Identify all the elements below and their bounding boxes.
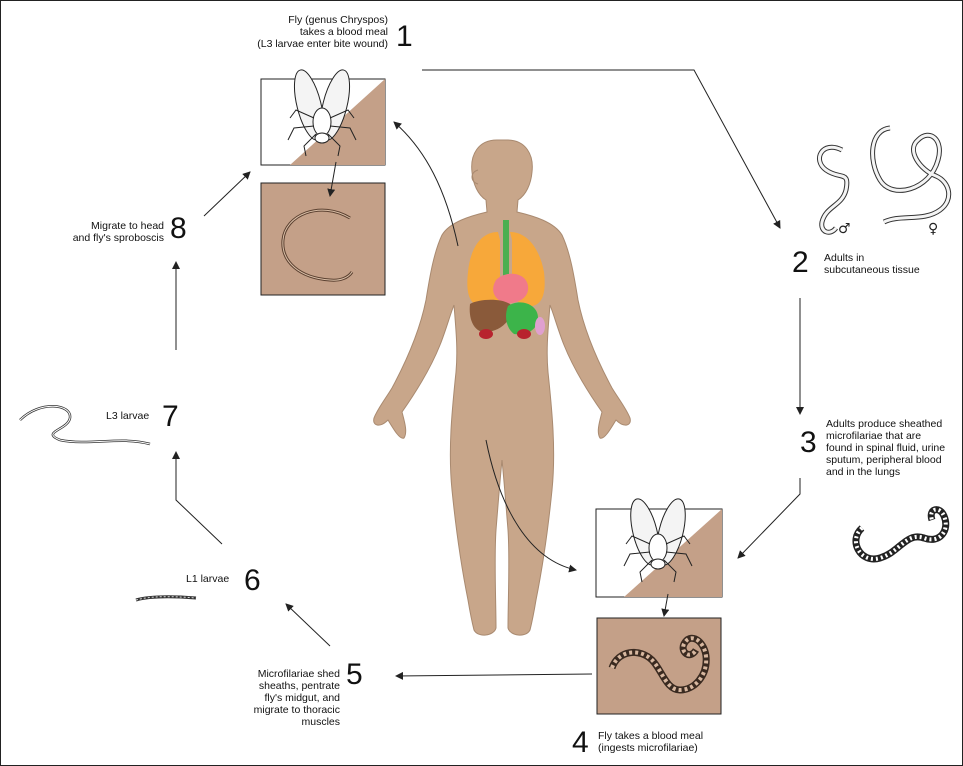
step-8-line: and fly's sproboscis bbox=[48, 232, 164, 244]
step-3-text: Adults produce sheathed microfilariae th… bbox=[826, 418, 960, 478]
step-8-number: 8 bbox=[170, 214, 187, 244]
step-7-line: L3 larvae bbox=[106, 410, 166, 422]
step-1-line: Fly (genus Chryspos) bbox=[238, 14, 388, 26]
step-5-line: fly's midgut, and bbox=[226, 692, 340, 704]
microfilariae-panel bbox=[597, 618, 721, 714]
step-3-line: sputum, peripheral blood bbox=[826, 454, 960, 466]
step-6-number: 6 bbox=[244, 566, 261, 596]
step-8-text: Migrate to head and fly's sproboscis bbox=[48, 220, 164, 244]
l3-larva-panel bbox=[261, 183, 385, 295]
step-4-line: (ingests microfilariae) bbox=[598, 742, 748, 754]
sheathed-microfilaria bbox=[856, 510, 946, 559]
arrow-1-to-2 bbox=[422, 70, 780, 228]
trachea bbox=[503, 220, 509, 280]
arrow-5-to-6 bbox=[286, 604, 330, 646]
step-1-line: (L3 larvae enter bite wound) bbox=[238, 38, 388, 50]
step-5-line: Microfilariae shed bbox=[226, 668, 340, 680]
female-symbol: ♀ bbox=[928, 221, 938, 237]
arrow-3-to-4 bbox=[738, 478, 800, 558]
spleen bbox=[535, 317, 545, 335]
arrow-6-to-7 bbox=[176, 452, 222, 544]
step-7-number: 7 bbox=[162, 402, 179, 432]
step-2-line: subcutaneous tissue bbox=[824, 264, 954, 276]
step-8-line: Migrate to head bbox=[48, 220, 164, 232]
step-3-line: and in the lungs bbox=[826, 466, 960, 478]
step-5-line: sheaths, pentrate bbox=[226, 680, 340, 692]
fly-bite-panel-bottom bbox=[596, 496, 722, 597]
step-2-number: 2 bbox=[792, 248, 809, 278]
step-3-line: Adults produce sheathed bbox=[826, 418, 960, 430]
l1-larva-sketch bbox=[136, 597, 196, 600]
step-3-number: 3 bbox=[800, 428, 817, 458]
fly-bite-panel-top bbox=[261, 67, 385, 165]
step-1-number: 1 bbox=[396, 22, 413, 52]
step-3-line: microfilariae that are bbox=[826, 430, 960, 442]
human-figure bbox=[374, 140, 631, 635]
male-symbol: ♂ bbox=[838, 221, 851, 237]
arrow-8-to-1 bbox=[204, 172, 250, 216]
kidney-right bbox=[517, 329, 531, 339]
kidney-left bbox=[479, 329, 493, 339]
step-4-line: Fly takes a blood meal bbox=[598, 730, 748, 742]
step-2-line: Adults in bbox=[824, 252, 954, 264]
step-5-line: migrate to thoracic bbox=[226, 704, 340, 716]
step-3-line: found in spinal fluid, urine bbox=[826, 442, 960, 454]
human-body bbox=[374, 140, 631, 635]
arrow-4-to-5 bbox=[396, 674, 592, 676]
step-5-text: Microfilariae shed sheaths, pentrate fly… bbox=[226, 668, 340, 728]
adult-worms bbox=[819, 128, 948, 232]
step-5-number: 5 bbox=[346, 660, 363, 690]
step-4-text: Fly takes a blood meal (ingests microfil… bbox=[598, 730, 748, 754]
step-5-line: muscles bbox=[226, 716, 340, 728]
step-1-line: takes a blood meal bbox=[238, 26, 388, 38]
step-1-text: Fly (genus Chryspos) takes a blood meal … bbox=[238, 14, 388, 50]
step-7-text: L3 larvae bbox=[106, 410, 166, 422]
step-4-number: 4 bbox=[572, 728, 589, 758]
step-2-text: Adults in subcutaneous tissue bbox=[824, 252, 954, 276]
